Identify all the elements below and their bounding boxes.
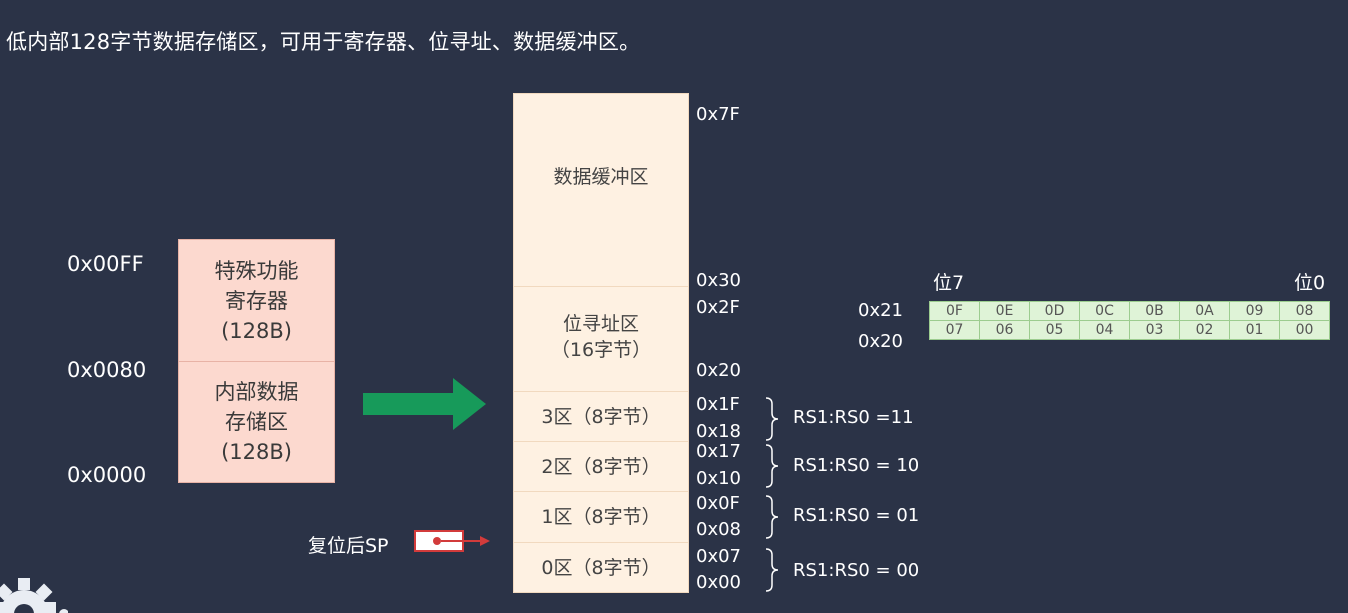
sfr-block: 特殊功能 寄存器 (128B) <box>178 239 335 362</box>
sfr-block-line1: 特殊功能 <box>214 258 299 283</box>
bit-row-0x21-label: 0x21 <box>858 300 904 321</box>
rs-bank2-label: RS1:RS0 = 10 <box>793 455 920 476</box>
address-0x1f: 0x1F <box>696 394 740 415</box>
register-bank-1: 1区（8字节） <box>513 491 689 543</box>
register-bank-2-label: 2区（8字节） <box>541 455 661 478</box>
bit-cell: 02 <box>1179 320 1230 340</box>
internal-ram-block: 内部数据 存储区 (128B) <box>178 361 335 483</box>
bit-area-line2: （16字节） <box>550 339 652 361</box>
bit-cell: 01 <box>1229 320 1280 340</box>
expand-arrow-body <box>363 393 455 415</box>
data-buffer-block: 数据缓冲区 <box>513 93 689 287</box>
address-0x7f: 0x7F <box>696 104 740 125</box>
bit-cell: 05 <box>1029 320 1080 340</box>
internal-ram-line3: (128B) <box>221 440 292 464</box>
address-0x18: 0x18 <box>696 421 742 442</box>
expand-arrow-icon <box>453 378 486 430</box>
address-0x07: 0x07 <box>696 546 742 567</box>
bank0-brace-icon <box>765 548 779 592</box>
reset-sp-label: 复位后SP <box>308 535 389 557</box>
bit-cell: 03 <box>1129 320 1180 340</box>
bit0-label: 位0 <box>1294 272 1326 294</box>
address-0x00: 0x00 <box>696 572 742 593</box>
bit-cell: 00 <box>1279 320 1330 340</box>
rs-bank1-label: RS1:RS0 = 01 <box>793 505 920 526</box>
sp-pointer-line <box>441 540 481 542</box>
bit-cell: 0C <box>1079 301 1130 321</box>
sfr-block-line2: 寄存器 <box>225 288 288 313</box>
bit-row-0x20-label: 0x20 <box>858 331 904 352</box>
bit-address-table: 0F 0E 0D 0C 0B 0A 09 08 07 06 05 04 03 0… <box>929 301 1330 340</box>
register-bank-1-label: 1区（8字节） <box>541 506 661 528</box>
gear-icon <box>0 578 68 613</box>
bit-cell: 0E <box>979 301 1030 321</box>
register-bank-2: 2区（8字节） <box>513 441 689 492</box>
bit-cell: 0D <box>1029 301 1080 321</box>
address-0x17: 0x17 <box>696 441 742 462</box>
bit-cell: 0A <box>1179 301 1230 321</box>
address-0x0f: 0x0F <box>696 493 740 514</box>
internal-ram-line2: 存储区 <box>225 410 288 434</box>
register-bank-3-label: 3区（8字节） <box>541 405 661 428</box>
bank1-brace-icon <box>765 495 779 539</box>
bit-area-line1: 位寻址区 <box>562 313 639 335</box>
bit-cell: 0F <box>929 301 980 321</box>
address-0x08: 0x08 <box>696 519 742 540</box>
internal-ram-line1: 内部数据 <box>214 380 299 404</box>
bit-cell: 08 <box>1279 301 1330 321</box>
bit-cell: 0B <box>1129 301 1180 321</box>
page-title: 低内部128字节数据存储区，可用于寄存器、位寻址、数据缓冲区。 <box>6 30 641 54</box>
bit-cell: 06 <box>979 320 1030 340</box>
bank3-brace-icon <box>765 397 779 441</box>
address-0x20: 0x20 <box>696 360 742 381</box>
bit-addressable-block: 位寻址区 （16字节） <box>513 286 689 392</box>
address-label-0080: 0x0080 <box>67 358 147 382</box>
bit-cell: 07 <box>929 320 980 340</box>
bit-cell: 09 <box>1229 301 1280 321</box>
bit7-label: 位7 <box>933 272 965 294</box>
bit-row-0x20: 07 06 05 04 03 02 01 00 <box>929 320 1330 340</box>
rs-bank0-label: RS1:RS0 = 00 <box>793 560 920 581</box>
bit-row-0x21: 0F 0E 0D 0C 0B 0A 09 08 <box>929 301 1330 321</box>
register-bank-0-label: 0区（8字节） <box>541 556 661 579</box>
address-0x10: 0x10 <box>696 468 742 489</box>
address-0x2f: 0x2F <box>696 297 740 318</box>
bit-cell: 04 <box>1079 320 1130 340</box>
rs-bank3-label: RS1:RS0 =11 <box>793 407 914 428</box>
data-buffer-label: 数据缓冲区 <box>553 166 649 188</box>
sp-pointer-dot-icon <box>433 537 441 545</box>
address-0x30: 0x30 <box>696 270 742 291</box>
bank2-brace-icon <box>765 444 779 488</box>
sfr-block-line3: (128B) <box>221 318 292 343</box>
register-bank-0: 0区（8字节） <box>513 542 689 593</box>
register-bank-3: 3区（8字节） <box>513 391 689 442</box>
sp-pointer-arrow-icon <box>480 536 490 546</box>
address-label-0000: 0x0000 <box>67 463 147 487</box>
address-label-00ff: 0x00FF <box>67 252 144 276</box>
